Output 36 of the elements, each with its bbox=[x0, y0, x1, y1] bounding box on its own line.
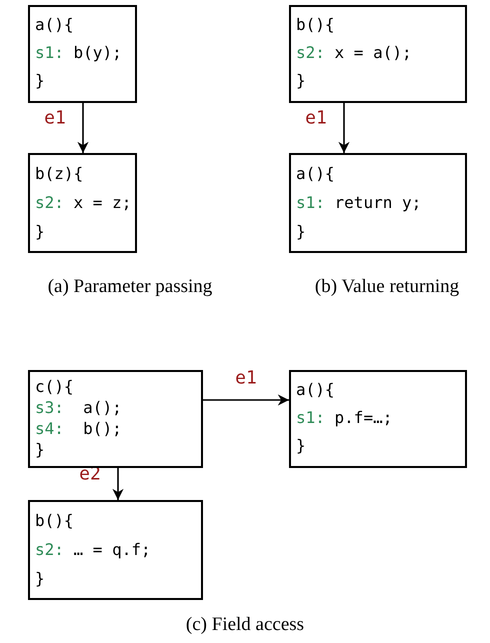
code-line: s2: x = a(); bbox=[296, 42, 412, 64]
code-line: a(){ bbox=[296, 163, 335, 185]
arrow bbox=[112, 468, 124, 500]
code-line: } bbox=[35, 221, 45, 243]
caption: (c) Field access bbox=[186, 614, 304, 636]
code-line: b(){ bbox=[296, 14, 335, 36]
code-line: } bbox=[35, 70, 45, 92]
code-line: } bbox=[296, 221, 306, 243]
arrow bbox=[77, 103, 89, 153]
code-line: } bbox=[35, 439, 45, 460]
code-line: s4: b(); bbox=[35, 418, 122, 439]
code-line: } bbox=[296, 435, 306, 457]
code-box bbox=[28, 153, 137, 253]
code-line: s2: x = z; bbox=[35, 192, 132, 214]
caption: (b) Value returning bbox=[314, 276, 460, 298]
caption: (a) Parameter passing bbox=[48, 276, 212, 298]
arrow bbox=[203, 394, 289, 406]
code-box bbox=[289, 370, 467, 468]
code-line: } bbox=[296, 70, 306, 92]
code-line: a(){ bbox=[35, 14, 74, 36]
code-box bbox=[28, 5, 137, 103]
code-line: s1: b(y); bbox=[35, 42, 122, 64]
code-line: s2: … = q.f; bbox=[35, 539, 151, 561]
code-line: s1: return y; bbox=[296, 192, 422, 214]
code-line: b(z){ bbox=[35, 163, 84, 185]
code-line: c(){ bbox=[35, 376, 74, 397]
code-line: a(){ bbox=[296, 379, 335, 401]
code-box bbox=[28, 500, 203, 600]
code-box bbox=[28, 370, 203, 468]
code-line: } bbox=[35, 568, 45, 590]
code-box bbox=[289, 5, 467, 103]
code-line: s1: p.f=…; bbox=[296, 407, 392, 429]
code-line: b(){ bbox=[35, 510, 74, 532]
arrow bbox=[338, 103, 350, 153]
code-line: s3: a(); bbox=[35, 397, 122, 418]
code-box bbox=[289, 153, 467, 253]
